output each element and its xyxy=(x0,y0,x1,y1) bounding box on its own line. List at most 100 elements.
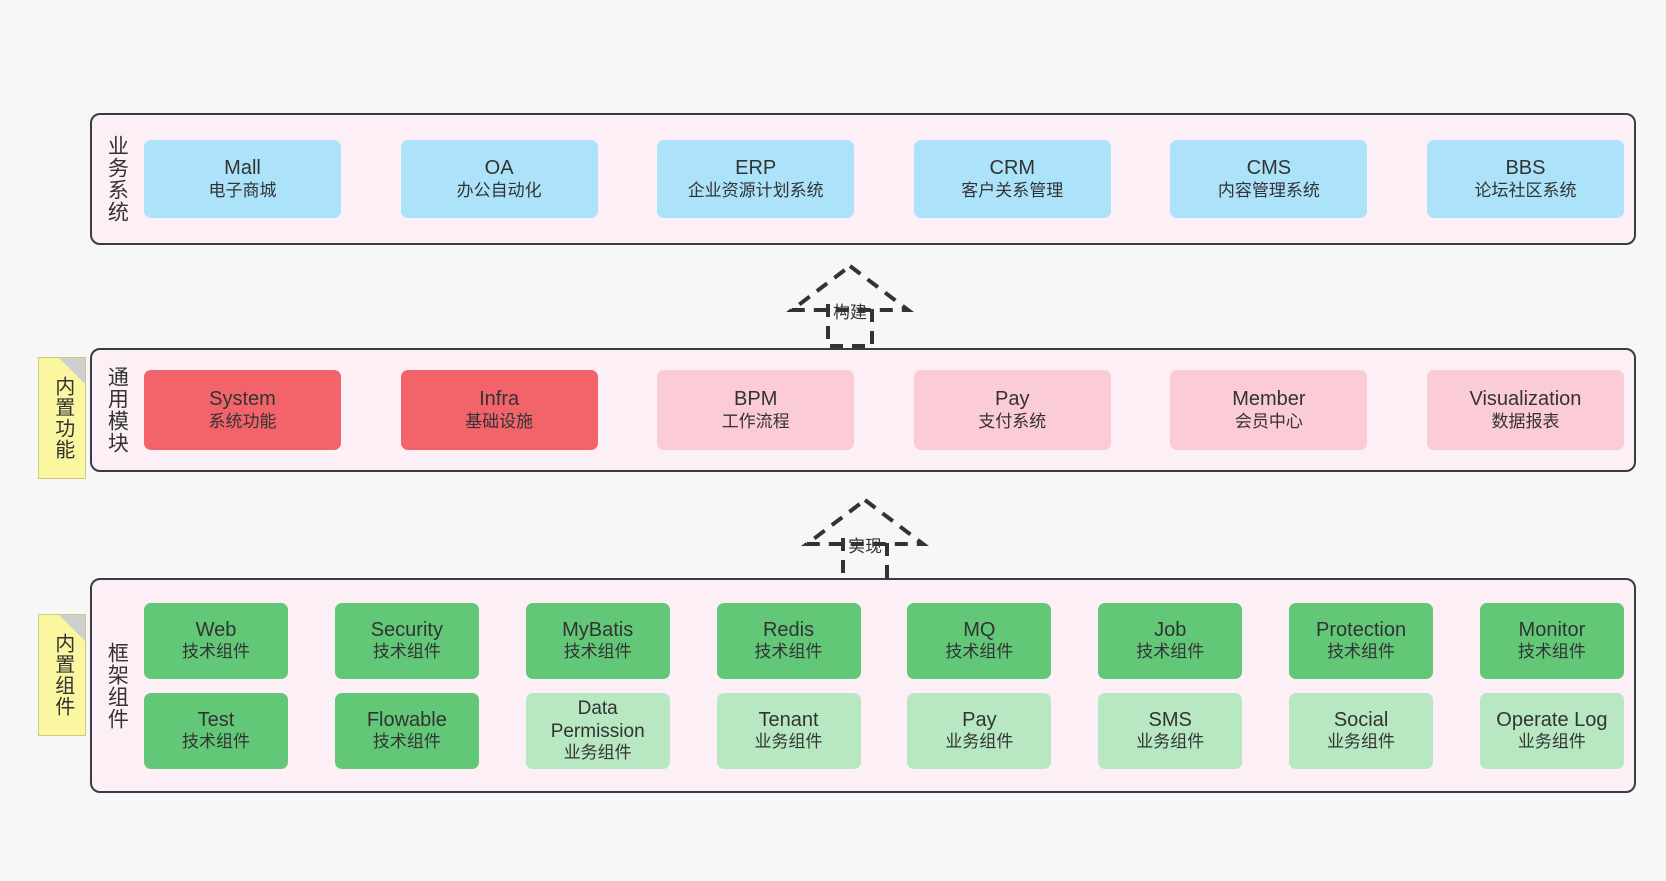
card-mq[interactable]: MQ 技术组件 xyxy=(907,602,1052,679)
card-title: Job xyxy=(1154,618,1187,641)
connector-implement: 实现 xyxy=(775,492,955,592)
card-title: MQ xyxy=(963,618,996,641)
card-bpm[interactable]: BPM 工作流程 xyxy=(657,370,855,450)
card-job[interactable]: Job 技术组件 xyxy=(1098,602,1243,679)
card-flowable[interactable]: Flowable 技术组件 xyxy=(334,692,479,769)
card-test[interactable]: Test 技术组件 xyxy=(144,692,288,769)
card-title: System xyxy=(209,388,276,411)
card-cms[interactable]: CMS 内容管理系统 xyxy=(1170,140,1368,218)
card-title: ERP xyxy=(735,157,777,180)
card-row: Web 技术组件 Security 技术组件 MyBatis 技术组件 Redi… xyxy=(144,602,1624,679)
card-title: Web xyxy=(195,618,237,641)
layer-framework-component: 框架组件 Web 技术组件 Security 技术组件 MyBatis 技术组件… xyxy=(90,578,1636,793)
layer-label-framework-component: 框架组件 xyxy=(105,641,129,730)
card-subtitle: 业务组件 xyxy=(754,732,823,752)
card-title: CMS xyxy=(1246,157,1292,180)
card-title: Operate Log xyxy=(1496,708,1608,731)
card-infra[interactable]: Infra 基础设施 xyxy=(400,370,598,450)
card-row: Test 技术组件 Flowable 技术组件 Data Permission … xyxy=(144,692,1624,769)
card-title: Member xyxy=(1232,388,1306,411)
card-title: OA xyxy=(484,157,514,180)
card-tenant[interactable]: Tenant 业务组件 xyxy=(716,692,861,769)
card-title: Security xyxy=(370,618,443,641)
card-subtitle: 业务组件 xyxy=(945,732,1014,752)
card-title: Monitor xyxy=(1518,618,1586,641)
card-subtitle: 技术组件 xyxy=(182,732,250,752)
card-subtitle: 技术组件 xyxy=(945,642,1014,662)
card-social[interactable]: Social 业务组件 xyxy=(1289,692,1434,769)
card-title: SMS xyxy=(1148,708,1192,731)
card-row: System 系统功能 Infra 基础设施 BPM 工作流程 Pay 支付系统… xyxy=(144,370,1624,450)
card-subtitle: 企业资源计划系统 xyxy=(687,180,824,200)
card-oa[interactable]: OA 办公自动化 xyxy=(400,140,598,218)
card-bbs[interactable]: BBS 论坛社区系统 xyxy=(1426,140,1624,218)
note-label: 内置组件 xyxy=(51,633,74,717)
card-title: Data Permission xyxy=(550,697,645,743)
card-title: Test xyxy=(197,708,235,731)
connector-build: 构建 xyxy=(760,258,940,358)
layer-body-framework-component: Web 技术组件 Security 技术组件 MyBatis 技术组件 Redi… xyxy=(140,580,1634,791)
card-subtitle: 技术组件 xyxy=(372,732,441,752)
card-title: BPM xyxy=(734,388,778,411)
card-subtitle: 数据报表 xyxy=(1491,411,1560,431)
card-title: Pay xyxy=(995,388,1030,411)
card-subtitle: 工作流程 xyxy=(721,411,790,431)
card-operate-log[interactable]: Operate Log 业务组件 xyxy=(1479,692,1624,769)
generalization-arrow-icon xyxy=(786,263,914,348)
card-subtitle: 业务组件 xyxy=(1517,732,1586,752)
card-subtitle: 支付系统 xyxy=(978,411,1047,431)
card-title: CRM xyxy=(989,157,1036,180)
card-subtitle: 技术组件 xyxy=(563,642,632,662)
layer-label-common-module: 通用模块 xyxy=(105,366,129,454)
layer-label-business-system: 业务系统 xyxy=(105,135,129,223)
card-data-permission[interactable]: Data Permission 业务组件 xyxy=(525,692,670,769)
card-subtitle: 办公自动化 xyxy=(456,180,542,200)
card-visualization[interactable]: Visualization 数据报表 xyxy=(1426,370,1624,450)
connector-label: 构建 xyxy=(833,303,867,322)
card-subtitle: 技术组件 xyxy=(372,642,441,662)
card-member[interactable]: Member 会员中心 xyxy=(1170,370,1368,450)
card-title: MyBatis xyxy=(562,618,634,641)
card-title: Mall xyxy=(224,157,261,180)
layer-common-module: 通用模块 System 系统功能 Infra 基础设施 BPM 工作流程 Pay… xyxy=(90,348,1636,472)
card-title: Visualization xyxy=(1469,388,1582,411)
card-system[interactable]: System 系统功能 xyxy=(144,370,341,450)
card-subtitle: 技术组件 xyxy=(754,642,823,662)
card-subtitle: 会员中心 xyxy=(1234,411,1303,431)
card-title: BBS xyxy=(1505,157,1546,180)
page-fold-icon xyxy=(59,615,85,641)
card-subtitle: 客户关系管理 xyxy=(961,180,1064,200)
card-protection[interactable]: Protection 技术组件 xyxy=(1289,602,1434,679)
card-subtitle: 技术组件 xyxy=(1327,642,1396,662)
card-title: Redis xyxy=(762,618,815,641)
card-subtitle: 内容管理系统 xyxy=(1217,180,1320,200)
card-erp[interactable]: ERP 企业资源计划系统 xyxy=(657,140,855,218)
card-subtitle: 基础设施 xyxy=(465,411,534,431)
card-mybatis[interactable]: MyBatis 技术组件 xyxy=(525,602,670,679)
card-subtitle: 业务组件 xyxy=(1136,732,1205,752)
card-title: Flowable xyxy=(366,708,447,731)
card-row: Mall 电子商城 OA 办公自动化 ERP 企业资源计划系统 CRM 客户关系… xyxy=(144,140,1624,218)
card-title: Pay xyxy=(962,708,997,731)
card-subtitle: 技术组件 xyxy=(1517,642,1586,662)
card-subtitle: 系统功能 xyxy=(208,411,277,431)
layer-body-business-system: Mall 电子商城 OA 办公自动化 ERP 企业资源计划系统 CRM 客户关系… xyxy=(140,115,1634,243)
card-title: Tenant xyxy=(758,708,819,731)
card-redis[interactable]: Redis 技术组件 xyxy=(716,602,861,679)
card-mall[interactable]: Mall 电子商城 xyxy=(144,140,341,218)
card-subtitle: 电子商城 xyxy=(208,180,277,200)
card-title: Protection xyxy=(1316,618,1407,641)
card-subtitle: 业务组件 xyxy=(563,743,632,763)
card-pay[interactable]: Pay 支付系统 xyxy=(913,370,1111,450)
card-web[interactable]: Web 技术组件 xyxy=(144,602,288,679)
card-sms[interactable]: SMS 业务组件 xyxy=(1098,692,1243,769)
card-pay-component[interactable]: Pay 业务组件 xyxy=(907,692,1052,769)
page-fold-icon xyxy=(59,358,85,384)
card-subtitle: 论坛社区系统 xyxy=(1474,180,1577,200)
note-builtin-component: 内置组件 xyxy=(38,614,86,736)
card-security[interactable]: Security 技术组件 xyxy=(334,602,479,679)
note-label: 内置功能 xyxy=(51,376,74,460)
card-monitor[interactable]: Monitor 技术组件 xyxy=(1479,602,1624,679)
card-crm[interactable]: CRM 客户关系管理 xyxy=(913,140,1111,218)
connector-label: 实现 xyxy=(848,537,882,556)
